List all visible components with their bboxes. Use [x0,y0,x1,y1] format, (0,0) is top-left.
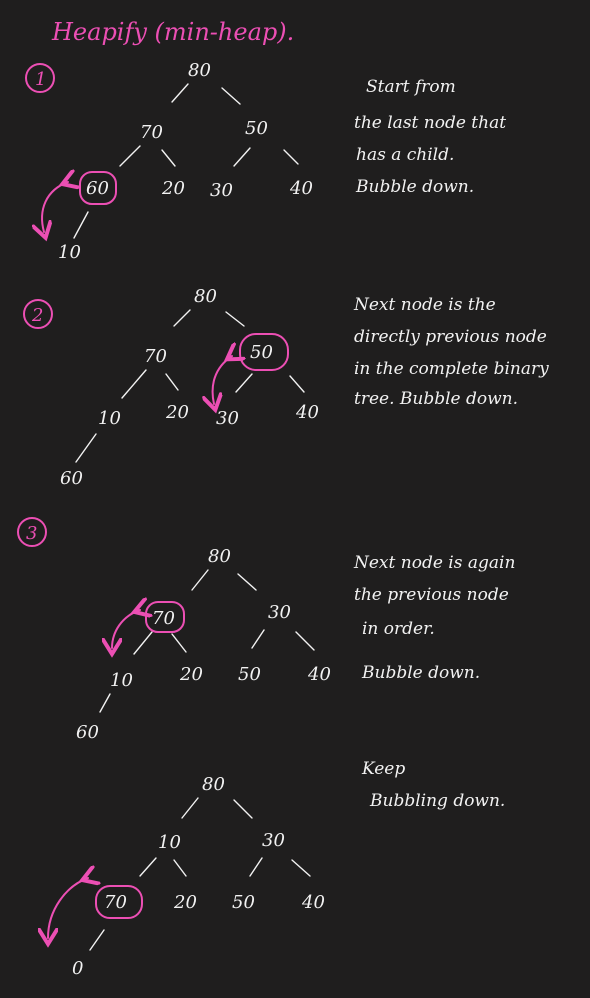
note-line: the previous node [354,585,509,605]
tree-edges [75,309,305,463]
tree-node: 30 [210,180,233,201]
tree-node: 40 [307,664,331,685]
tree-node: 70 [140,122,163,143]
note-line: Next node is the [353,295,496,315]
note-line: in the complete binary [354,359,549,379]
note-line: has a child. [356,145,454,165]
tree-node: 50 [245,118,268,139]
tree-node: 10 [58,242,81,263]
tree-node: 30 [216,408,239,429]
step-2: 2 80 70 50 10 20 30 40 60 Next node is t… [23,286,549,489]
tree-node: 50 [232,892,255,913]
note-line: in order. [362,619,435,639]
note-line: Next node is again [353,553,515,573]
tree-node: 30 [262,830,285,851]
step-3: 3 80 70 30 10 20 50 40 60 Next node is a… [17,517,515,743]
step-number: 2 [31,305,43,326]
step-number-circle [25,63,55,93]
step-1: 1 80 70 50 60 20 30 40 10 Start from the… [25,60,506,263]
tree-node: 80 [202,774,225,795]
tree-node: 70 [152,608,175,629]
tree-node: 70 [104,892,127,913]
note-line: Start from [366,77,456,97]
tree-node: 20 [161,178,185,199]
tree-node: 10 [158,832,181,853]
tree-node: 40 [301,892,325,913]
tree-node: 10 [98,408,121,429]
note-line: Keep [361,759,405,779]
tree-node: 0 [72,958,83,979]
tree-node: 20 [179,664,203,685]
tree-edges [89,797,311,951]
swap-arrow [42,182,68,232]
step-number-circle [17,517,47,547]
tree-node: 50 [238,664,261,685]
tree-node: 60 [86,178,109,199]
swap-arrow [112,610,140,648]
tree-node: 30 [268,602,291,623]
note-line: Bubbling down. [369,791,505,811]
tree-node: 50 [250,342,273,363]
step-number-circle [23,299,53,329]
note-line: the last node that [354,113,506,133]
tree-node: 60 [76,722,99,743]
swap-arrow [213,356,232,404]
step-number: 3 [26,523,37,544]
tree-node: 40 [295,402,319,423]
tree-node: 80 [194,286,217,307]
tree-node: 10 [110,670,133,691]
step-number: 1 [35,69,46,90]
note-line: directly previous node [354,327,547,347]
step-4: 80 10 30 70 20 50 40 0 Keep Bubbling dow… [48,759,505,979]
swap-arrow [48,878,88,938]
note-line: tree. Bubble down. [354,389,518,409]
tree-node: 20 [173,892,197,913]
tree-node: 20 [165,402,189,423]
note-line: Bubble down. [361,663,480,683]
tree-node: 60 [60,468,83,489]
tree-node: 80 [208,546,231,567]
tree-node: 40 [289,178,313,199]
tree-edges [73,83,299,239]
tree-node: 70 [144,346,167,367]
tree-node: 80 [188,60,211,81]
page-title: Heapify (min-heap). [51,18,294,46]
note-line: Bubble down. [355,177,474,197]
